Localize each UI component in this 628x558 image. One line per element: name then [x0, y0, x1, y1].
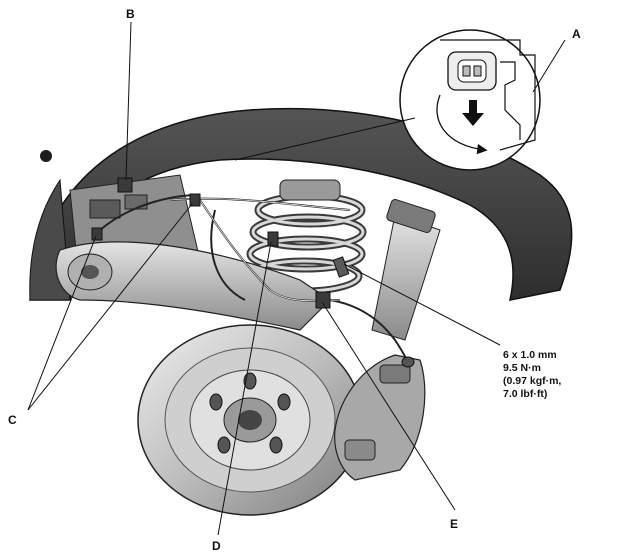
callout-a: A [572, 27, 581, 41]
leader-a [532, 39, 566, 93]
torque-spec-line: 6 x 1.0 mm [503, 349, 557, 361]
shock-absorber [371, 198, 441, 341]
leader-d [217, 241, 272, 536]
torque-spec-line: 9.5 N·m [503, 362, 541, 374]
hose-bracket-e [315, 291, 331, 309]
leader-c-1 [27, 235, 97, 411]
curved-arrow-icon [436, 94, 488, 155]
hose-clip-c-lower [91, 227, 103, 241]
callout-e: E [450, 517, 458, 531]
callout-c: C [8, 413, 17, 427]
spring-upper-seat [279, 179, 341, 201]
leader-torque [343, 263, 501, 346]
hose-clip-c-upper [189, 193, 201, 207]
bracket-bolt [332, 256, 350, 278]
leader-b [125, 21, 132, 181]
brake-disc [137, 324, 363, 516]
hose-clip-d [267, 231, 279, 247]
torque-spec: 6 x 1.0 mm 9.5 N·m (0.97 kgf·m, 7.0 lbf·… [503, 349, 561, 400]
hose-bracket-b [117, 177, 133, 193]
trailing-arm [55, 241, 331, 331]
down-arrow-icon [462, 100, 484, 126]
leader-c-2 [27, 203, 193, 411]
inset-leader-line [234, 117, 416, 161]
torque-spec-line: 7.0 lbf·ft) [503, 388, 547, 400]
torque-spec-line: (0.97 kgf·m, [503, 375, 561, 387]
callout-d: D [212, 539, 221, 553]
brake-caliper [334, 354, 426, 481]
callout-b: B [126, 7, 135, 21]
leader-e [321, 301, 456, 511]
